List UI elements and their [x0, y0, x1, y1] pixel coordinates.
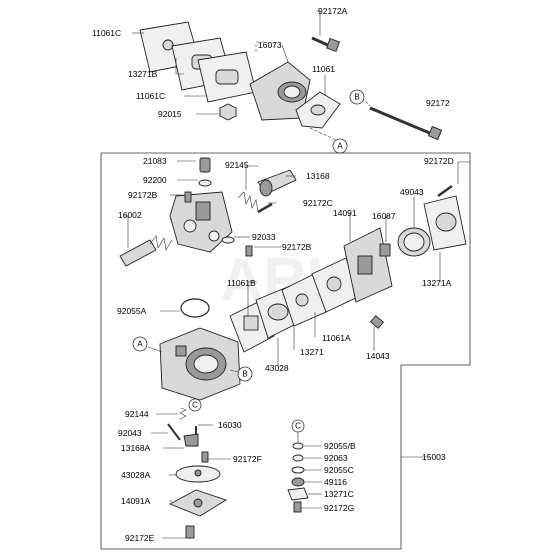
svg-text:B: B — [242, 370, 247, 379]
lever-13168-part — [257, 169, 297, 197]
valve-49116-part — [291, 477, 305, 487]
label-92043: 92043 — [118, 428, 142, 438]
label-92144: 92144 — [125, 409, 149, 419]
screw-92172d-part — [437, 184, 453, 198]
label-92145: 92145 — [225, 160, 249, 170]
label-43028: 43028 — [265, 363, 289, 373]
dome-49043-part — [397, 227, 431, 257]
label-14043: 14043 — [366, 351, 390, 361]
label-92172e: 92172E — [125, 533, 155, 543]
label-11061c-mid: 11061C — [136, 91, 165, 101]
svg-text:B: B — [354, 93, 359, 102]
label-92055a: 92055A — [117, 306, 147, 316]
label-11061a: 11061A — [322, 333, 351, 343]
o-ring-92055c-part — [291, 466, 305, 474]
label-92172d: 92172D — [424, 156, 454, 166]
label-16002: 16002 — [118, 210, 142, 220]
gasket-11061-part — [295, 91, 341, 129]
label-11061c-top: 11061C — [92, 28, 121, 38]
label-43028a: 43028A — [121, 470, 151, 480]
label-21083: 21083 — [143, 156, 167, 166]
label-15003: 15003 — [422, 452, 446, 462]
label-13168: 13168 — [306, 171, 330, 181]
label-49043: 49043 — [400, 187, 424, 197]
bolt-92172a-part — [311, 36, 340, 52]
pin-92043-part — [167, 423, 181, 441]
lever-13168a-part — [183, 433, 199, 447]
label-92015: 92015 — [158, 109, 182, 119]
label-92055b: 92055/B — [324, 441, 356, 451]
label-13271b: 13271B — [128, 69, 158, 79]
carburetor-body-upper-part — [169, 191, 233, 253]
svg-text:A: A — [137, 340, 143, 349]
label-92172f: 92172F — [233, 454, 262, 464]
o-ring-92055a-part — [180, 298, 210, 318]
label-14091: 14091 — [333, 208, 357, 218]
screw-92172b-a-part — [184, 191, 192, 203]
label-92172b-a: 92172B — [128, 190, 158, 200]
label-92172a: 92172A — [318, 6, 348, 16]
nut-92015-part — [219, 103, 237, 121]
insulator-16073-part — [249, 61, 311, 121]
washer-92055b-part — [292, 442, 304, 450]
callout-b-main: B — [229, 366, 253, 382]
callout-c-lower: C — [291, 419, 305, 433]
valve-14043-part — [369, 315, 385, 329]
label-92200: 92200 — [143, 175, 167, 185]
callout-a-top: A — [332, 138, 348, 154]
label-13168a: 13168A — [121, 443, 151, 453]
label-16087: 16087 — [372, 211, 396, 221]
callout-c-main: C — [188, 398, 202, 412]
washer-92063-part — [292, 454, 304, 462]
screw-92172e-part — [185, 525, 195, 539]
svg-text:A: A — [337, 142, 343, 151]
carburetor-body-lower-part — [159, 327, 241, 401]
throttle-16002-part — [119, 235, 173, 267]
label-11061: 11061 — [312, 64, 335, 74]
callout-a-main: A — [132, 336, 163, 353]
gasket-13271a-part — [423, 195, 467, 251]
screw-92172f-part — [201, 451, 209, 463]
spring-92145-part — [237, 191, 259, 213]
svg-text:C: C — [295, 422, 301, 431]
label-16030: 16030 — [218, 420, 242, 430]
label-13271: 13271 — [300, 347, 324, 357]
label-92172g: 92172G — [324, 503, 354, 513]
gasket-13271c-part — [287, 487, 309, 501]
label-49116: 49116 — [324, 477, 347, 487]
cover-14091a-part — [168, 489, 228, 517]
assembly-15003-frame — [100, 152, 471, 550]
callout-b-top: B — [349, 89, 365, 105]
label-92055c: 92055C — [324, 465, 354, 475]
diaphragm-43028a-part — [175, 465, 221, 483]
label-14091a: 14091A — [121, 496, 151, 506]
screw-92172g-part — [293, 501, 302, 513]
gasket-11061c-mid-part — [197, 51, 257, 103]
svg-text:C: C — [192, 401, 198, 410]
clip-92033-part — [221, 236, 253, 257]
label-92172: 92172 — [426, 98, 450, 108]
screw-92172c-part — [257, 202, 273, 214]
spring-92144-part — [179, 407, 187, 420]
label-13271c: 13271C — [324, 489, 354, 499]
label-92172b-b: 92172B — [282, 242, 312, 252]
label-16073: 16073 — [258, 40, 282, 50]
label-92033: 92033 — [252, 232, 276, 242]
label-13271a: 13271A — [422, 278, 452, 288]
cap-16087-part — [379, 243, 391, 257]
label-92172c: 92172C — [303, 198, 333, 208]
needle-21083-part — [198, 157, 212, 187]
label-11061b: 11061B — [227, 278, 256, 288]
label-92063: 92063 — [324, 453, 348, 463]
bolt-92172-part — [369, 106, 443, 141]
